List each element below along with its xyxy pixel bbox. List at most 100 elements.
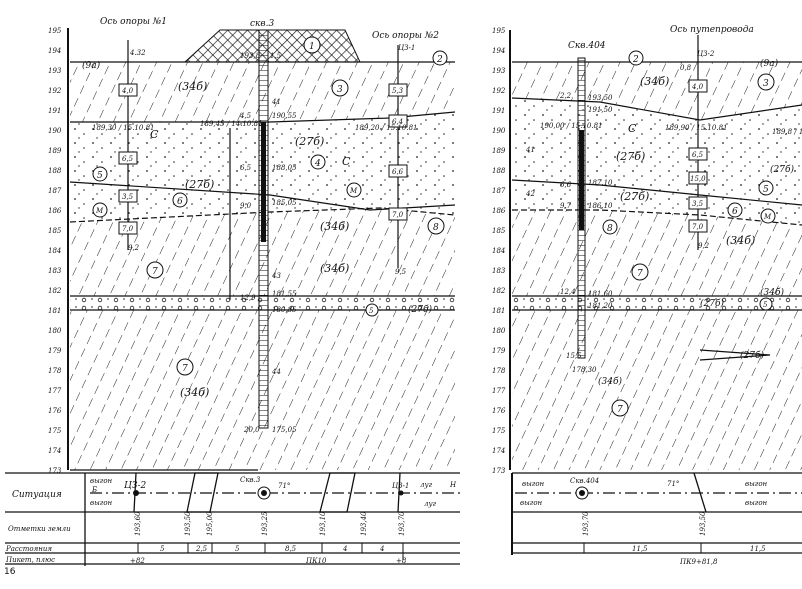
svg-text:182: 182 — [492, 287, 506, 295]
svg-text:173: 173 — [48, 467, 62, 475]
svg-text:193: 193 — [492, 67, 506, 75]
svg-text:(27б): (27б) — [770, 164, 794, 175]
svg-text:193,50: 193,50 — [699, 511, 707, 536]
svg-text:5: 5 — [97, 171, 103, 181]
svg-text:9,7: 9,7 — [560, 202, 572, 210]
svg-text:9,2: 9,2 — [698, 242, 710, 250]
right-elevations: 193,70 193,50 — [582, 511, 707, 536]
svg-text:7: 7 — [152, 267, 158, 277]
svg-text:Скв.404: Скв.404 — [570, 477, 599, 485]
svg-text:5: 5 — [369, 307, 374, 315]
svg-text:190,00 / 15.10.81: 190,00 / 15.10.81 — [540, 122, 602, 130]
svg-text:194: 194 — [48, 47, 61, 55]
svg-text:183: 183 — [492, 267, 506, 275]
svg-text:+8: +8 — [396, 557, 407, 565]
svg-text:ЦЗ-1: ЦЗ-1 — [392, 482, 409, 490]
svg-text:190: 190 — [48, 127, 62, 135]
svg-text:ЦЗ-2: ЦЗ-2 — [124, 481, 146, 491]
layer-loam-lower-right — [512, 310, 802, 470]
svg-text:5: 5 — [763, 301, 768, 309]
svg-text:188: 188 — [48, 167, 62, 175]
svg-text:186: 186 — [48, 207, 62, 215]
sample-marks: 41 43 44 — [271, 98, 281, 376]
level-labels: 190,55 188,05 185,05 181,55 180,85 4,5 6… — [128, 112, 407, 314]
svg-text:выгон: выгон — [90, 477, 113, 485]
svg-text:Н: Н — [449, 481, 457, 489]
left-situation: выгон Б выгон ЦЗ-2 Скв.3 71° ЦЗ-1 луг Н … — [90, 476, 457, 508]
svg-text:189,20 / 15.10.81: 189,20 / 15.10.81 — [355, 124, 417, 132]
svg-text:C: C — [150, 128, 159, 141]
svg-text:(27б): (27б) — [408, 304, 432, 315]
borehole-ground-level: 193,8 — [240, 52, 261, 60]
layer-loam-middle-right — [512, 210, 802, 296]
svg-text:187,10: 187,10 — [588, 179, 613, 187]
sample-marks-right: 41 42 — [525, 146, 535, 198]
svg-text:15,0: 15,0 — [690, 175, 706, 183]
svg-text:185: 185 — [492, 227, 506, 235]
borehole-bottom-level-right: 178,30 — [572, 366, 597, 374]
svg-text:71°: 71° — [278, 482, 290, 490]
svg-text:ПК10: ПК10 — [305, 557, 327, 565]
svg-text:(27б): (27б) — [616, 150, 645, 163]
svg-text:M: M — [95, 207, 104, 215]
svg-text:луг: луг — [424, 500, 437, 508]
svg-text:+82: +82 — [130, 557, 145, 565]
page-number: 16 — [4, 567, 16, 577]
svg-text:173: 173 — [492, 467, 506, 475]
svg-text:2,5: 2,5 — [195, 545, 208, 553]
svg-text:выгон: выгон — [522, 480, 545, 488]
svg-text:189: 189 — [48, 147, 62, 155]
svg-text:193,25: 193,25 — [261, 511, 269, 536]
svg-text:190,55: 190,55 — [272, 112, 297, 120]
svg-text:187: 187 — [48, 187, 62, 195]
svg-text:3,5: 3,5 — [122, 193, 134, 201]
groundwater-marks-right: 190,00 / 15.10.81 189,90 / 15.10.81 189,… — [540, 122, 802, 136]
svg-text:4: 4 — [342, 545, 347, 553]
svg-text:181: 181 — [492, 307, 505, 315]
svg-text:2: 2 — [436, 55, 443, 65]
svg-text:0,8: 0,8 — [680, 64, 692, 72]
svg-text:4: 4 — [314, 159, 321, 169]
svg-text:41: 41 — [271, 98, 281, 106]
borehole-bottom-level: 175,05 — [272, 426, 297, 434]
svg-text:(27б): (27б) — [295, 135, 324, 148]
svg-text:195: 195 — [492, 27, 506, 35]
svg-text:9,2: 9,2 — [128, 244, 140, 252]
svg-text:M: M — [349, 187, 358, 195]
svg-text:190: 190 — [492, 127, 506, 135]
svg-text:M: M — [763, 213, 772, 221]
groundwater-marks: 189,30 / 15.10.81 189,45 / 14.10.81 189,… — [92, 120, 417, 132]
svg-text:5: 5 — [763, 185, 769, 195]
svg-text:43: 43 — [271, 272, 281, 280]
svg-text:178: 178 — [48, 367, 62, 375]
borehole-404-title: Скв.404 — [568, 41, 606, 51]
svg-text:(27б): (27б) — [700, 298, 724, 309]
svg-text:9,5: 9,5 — [395, 268, 407, 276]
profile-table: Ситуация Отметки земли Расстояния Пикет,… — [4, 472, 802, 577]
svg-text:11,5: 11,5 — [632, 545, 648, 553]
svg-text:193,50: 193,50 — [184, 511, 192, 536]
svg-text:(27б): (27б) — [185, 178, 214, 191]
svg-text:188: 188 — [492, 167, 506, 175]
viaduct-axis-title: Ось путепровода — [670, 25, 754, 35]
svg-text:195: 195 — [48, 27, 62, 35]
svg-text:189,30 / 15.10.81: 189,30 / 15.10.81 — [92, 124, 154, 132]
svg-text:193,60: 193,60 — [134, 511, 142, 536]
svg-text:175: 175 — [48, 427, 62, 435]
row-label-situation: Ситуация — [12, 490, 62, 500]
svg-text:193,50: 193,50 — [588, 94, 613, 102]
svg-text:4,0: 4,0 — [121, 87, 134, 95]
svg-text:4,5: 4,5 — [239, 112, 252, 120]
svg-text:Скв.3: Скв.3 — [240, 476, 261, 484]
svg-text:175: 175 — [492, 427, 506, 435]
svg-text:6: 6 — [177, 197, 183, 207]
borehole-cz2-marker — [133, 490, 139, 496]
svg-text:8,5: 8,5 — [285, 545, 297, 553]
layer-gravel-right — [512, 296, 802, 310]
svg-text:6,6: 6,6 — [560, 181, 572, 189]
svg-text:7,0: 7,0 — [392, 211, 404, 219]
svg-text:выгон: выгон — [90, 499, 113, 507]
svg-text:7: 7 — [637, 269, 643, 279]
svg-text:7: 7 — [617, 405, 623, 415]
